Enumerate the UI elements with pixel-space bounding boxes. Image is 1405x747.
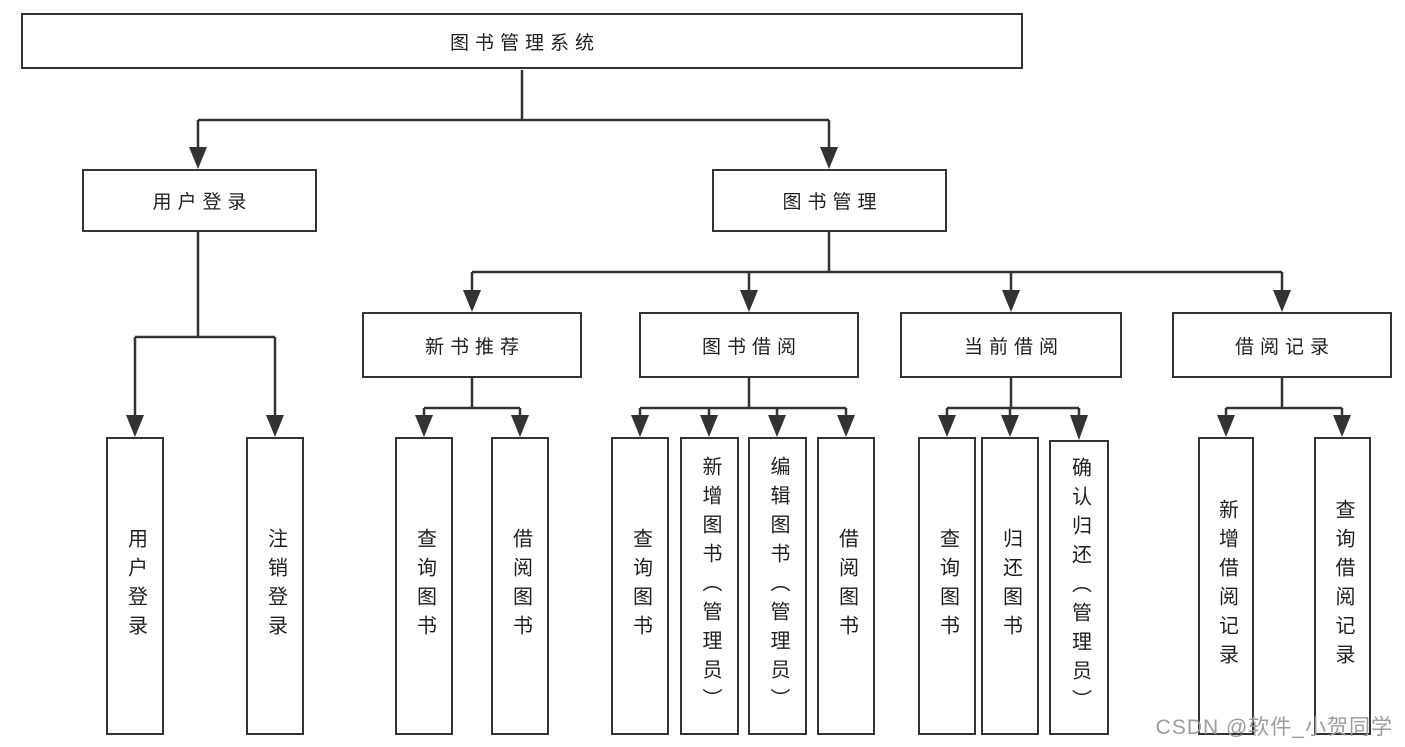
leaf-current-query-books-label: 查询图书 bbox=[936, 528, 959, 644]
arrow-down-icon bbox=[126, 415, 144, 437]
node-new-book-recommendation-label: 新书推荐 bbox=[424, 336, 525, 358]
arrow-down-icon bbox=[820, 147, 838, 169]
arrow-down-icon bbox=[1001, 415, 1019, 437]
leaf-user-login: 用户登录 bbox=[106, 437, 164, 735]
arrow-down-icon bbox=[938, 415, 956, 437]
arrow-down-icon bbox=[768, 415, 786, 437]
arrow-down-icon bbox=[1217, 415, 1235, 437]
node-book-management: 图书管理 bbox=[712, 169, 947, 232]
leaf-recommend-borrow-books: 借阅图书 bbox=[491, 437, 549, 735]
arrow-down-icon bbox=[511, 415, 529, 437]
node-borrowing-records-label: 借阅记录 bbox=[1234, 336, 1335, 358]
node-book-management-label: 图书管理 bbox=[782, 192, 883, 213]
arrow-down-icon bbox=[837, 415, 855, 437]
node-current-borrowing-label: 当前借阅 bbox=[963, 336, 1064, 358]
leaf-borrowing-add-books-admin: 新增图书（管理员） bbox=[680, 437, 739, 735]
arrow-down-icon bbox=[740, 290, 758, 312]
leaf-logout-label: 注销登录 bbox=[264, 528, 287, 644]
leaf-current-return-books: 归还图书 bbox=[981, 437, 1039, 735]
leaf-borrowing-query-books-label: 查询图书 bbox=[629, 528, 652, 644]
node-book-borrowing-label: 图书借阅 bbox=[701, 336, 802, 358]
node-book-borrowing: 图书借阅 bbox=[639, 312, 859, 378]
arrow-down-icon bbox=[1070, 415, 1088, 440]
node-borrowing-records: 借阅记录 bbox=[1172, 312, 1392, 378]
leaf-logout: 注销登录 bbox=[246, 437, 304, 735]
leaf-borrowing-borrow-books-label: 借阅图书 bbox=[835, 528, 858, 644]
leaf-borrowing-borrow-books: 借阅图书 bbox=[817, 437, 875, 735]
leaf-borrowing-edit-books-admin: 编辑图书（管理员） bbox=[748, 437, 807, 735]
arrow-down-icon bbox=[1273, 290, 1291, 312]
node-root-label: 图书管理系统 bbox=[449, 32, 600, 54]
leaf-current-confirm-return-admin: 确认归还（管理员） bbox=[1049, 440, 1109, 735]
leaf-user-login-label: 用户登录 bbox=[124, 528, 147, 644]
leaf-current-return-books-label: 归还图书 bbox=[999, 528, 1022, 644]
arrow-down-icon bbox=[700, 415, 718, 437]
arrow-down-icon bbox=[189, 147, 207, 169]
watermark-text: CSDN @软件_小贺同学 bbox=[1155, 716, 1393, 739]
arrow-down-icon bbox=[1333, 415, 1351, 437]
node-root: 图书管理系统 bbox=[21, 13, 1023, 69]
leaf-records-add-record: 新增借阅记录 bbox=[1198, 437, 1254, 735]
leaf-borrowing-edit-books-admin-label: 编辑图书（管理员） bbox=[767, 455, 789, 717]
leaf-records-query-record-label: 查询借阅记录 bbox=[1332, 499, 1354, 673]
leaf-recommend-query-books-label: 查询图书 bbox=[413, 528, 436, 644]
leaf-records-query-record: 查询借阅记录 bbox=[1314, 437, 1371, 735]
leaf-recommend-borrow-books-label: 借阅图书 bbox=[509, 528, 532, 644]
leaf-records-add-record-label: 新增借阅记录 bbox=[1215, 499, 1238, 673]
node-user-login: 用户登录 bbox=[82, 169, 317, 232]
arrow-down-icon bbox=[463, 290, 481, 312]
node-current-borrowing: 当前借阅 bbox=[900, 312, 1122, 378]
arrow-down-icon bbox=[415, 415, 433, 437]
arrow-down-icon bbox=[1002, 290, 1020, 312]
arrow-down-icon bbox=[266, 415, 284, 437]
leaf-borrowing-add-books-admin-label: 新增图书（管理员） bbox=[699, 455, 721, 717]
node-new-book-recommendation: 新书推荐 bbox=[362, 312, 582, 378]
arrow-down-icon bbox=[631, 415, 649, 437]
leaf-borrowing-query-books: 查询图书 bbox=[611, 437, 669, 735]
node-user-login-label: 用户登录 bbox=[152, 192, 253, 213]
leaf-current-query-books: 查询图书 bbox=[918, 437, 976, 735]
leaf-current-confirm-return-admin-label: 确认归还（管理员） bbox=[1068, 457, 1091, 718]
leaf-recommend-query-books: 查询图书 bbox=[395, 437, 453, 735]
